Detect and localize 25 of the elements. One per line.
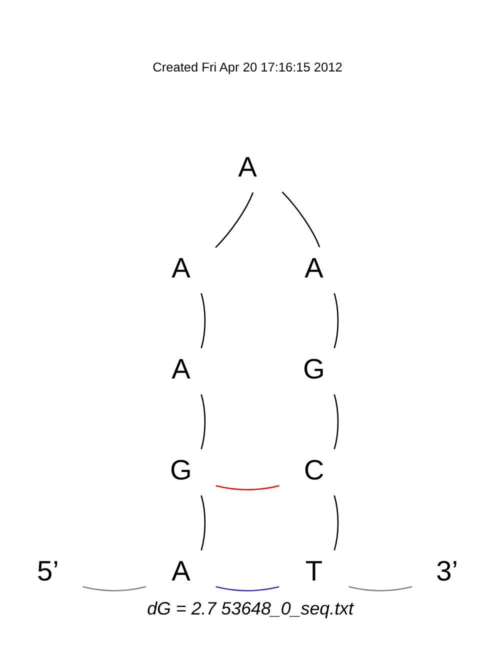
node-text: 3’ xyxy=(436,555,458,586)
node-text: A xyxy=(172,555,190,586)
node-text: A xyxy=(238,150,257,182)
connector xyxy=(334,292,339,348)
connector xyxy=(282,191,320,247)
connector xyxy=(348,586,412,591)
connector xyxy=(334,494,339,550)
node-text: A xyxy=(172,352,190,384)
node-text: A xyxy=(304,252,324,283)
connector xyxy=(334,394,339,449)
connector xyxy=(82,586,146,591)
label: Created Fri Apr 20 17:16:15 2012 xyxy=(152,58,342,74)
node-text: G xyxy=(170,454,192,486)
connector xyxy=(200,292,206,348)
node-text: T xyxy=(305,555,323,586)
node-text: G xyxy=(303,352,325,384)
connector xyxy=(215,192,254,248)
connector xyxy=(200,494,206,550)
node-text: C xyxy=(304,454,324,486)
node-text: 5’ xyxy=(36,555,59,586)
node-text: A xyxy=(172,252,190,283)
caption: dG = 2.7 53648_0_seq.txt xyxy=(147,598,354,618)
connector xyxy=(216,586,280,591)
connector xyxy=(200,394,206,449)
connector xyxy=(216,484,280,490)
